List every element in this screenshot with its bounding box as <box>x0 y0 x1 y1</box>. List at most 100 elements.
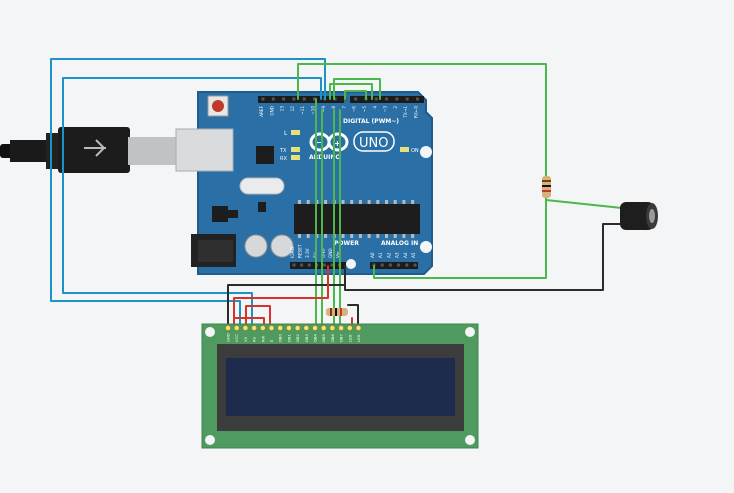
lcd-pin[interactable] <box>251 325 257 331</box>
lcd-pin-label: E <box>269 339 274 342</box>
lcd-pin[interactable] <box>242 325 249 331</box>
lcd-pin-label: DB7 <box>339 333 344 342</box>
analog-header <box>370 262 418 269</box>
pin-label: IOREF <box>290 245 295 258</box>
header-pin[interactable] <box>300 263 304 267</box>
header-pin[interactable] <box>307 263 311 267</box>
pin-label: 12 <box>290 106 295 112</box>
header-pin[interactable] <box>416 97 419 101</box>
analog-label: ANALOG IN <box>381 240 418 247</box>
lcd-pin-label: DB2 <box>295 333 300 342</box>
header-pin[interactable] <box>302 97 306 101</box>
brand-label: ARDUINO <box>309 154 340 161</box>
pin-label: Vin <box>336 251 341 258</box>
lcd-pin-label: DB6 <box>330 333 335 342</box>
lcd-pin[interactable] <box>329 325 336 331</box>
header-pin[interactable] <box>322 263 326 267</box>
led-tx <box>291 147 300 152</box>
header-pin[interactable] <box>405 97 409 101</box>
pin-label: TX→1 <box>403 106 408 119</box>
power-label: POWER <box>334 240 359 247</box>
lcd-pin[interactable] <box>285 325 292 331</box>
pin-label: ~3 <box>383 106 388 113</box>
header-pin[interactable] <box>395 97 399 101</box>
lcd-pin[interactable] <box>320 325 327 331</box>
microcontroller-chip <box>294 204 420 234</box>
header-pin[interactable] <box>405 263 409 267</box>
pin-label: ~5 <box>362 106 367 113</box>
lcd-pin[interactable] <box>338 325 344 331</box>
header-pin[interactable] <box>261 97 265 101</box>
pin-label: RX←0 <box>414 106 419 118</box>
header-pin[interactable] <box>374 97 378 101</box>
top-header-left <box>258 96 344 103</box>
lcd-pin-label: LED <box>356 334 361 342</box>
header-pin[interactable] <box>354 97 358 101</box>
led-rx <box>291 155 300 160</box>
wire-green <box>333 78 381 100</box>
crystal <box>239 177 285 195</box>
header-pin[interactable] <box>333 97 337 101</box>
lcd-pin-label: DB5 <box>321 333 326 342</box>
resistor-icon[interactable] <box>326 308 348 316</box>
pin-label: A4 <box>403 252 408 258</box>
pin-label: A1 <box>378 252 383 258</box>
header-pin[interactable] <box>388 263 392 267</box>
header-pin[interactable] <box>330 263 334 267</box>
arduino-board[interactable]: L TX RX ON − + ARDUINO UNO DIGITAL (PWM~… <box>175 91 433 275</box>
wire-red <box>233 265 329 327</box>
pin-label: A3 <box>395 252 400 258</box>
pin-label: A0 <box>370 252 375 258</box>
wire-red <box>245 305 271 327</box>
regulator <box>212 206 228 222</box>
lcd-screen <box>226 358 455 416</box>
led-l-label: L <box>284 130 288 137</box>
lcd-pin-label: LED <box>347 334 352 342</box>
lcd-pin[interactable] <box>268 325 275 331</box>
lcd-pin[interactable] <box>277 325 284 331</box>
wire-green <box>545 199 623 209</box>
lcd-pin-label: RS <box>252 336 257 342</box>
header-pin[interactable] <box>313 97 316 101</box>
wire-green <box>344 90 367 100</box>
pin-label: 3.3V <box>305 248 310 258</box>
led-rx-label: RX <box>280 156 287 162</box>
lcd-pin[interactable] <box>294 325 301 331</box>
pin-label: ~9 <box>321 106 326 113</box>
wire-green <box>297 63 547 279</box>
header-pin[interactable] <box>385 97 389 101</box>
wires <box>50 58 623 327</box>
lcd-pin-label: DB0 <box>278 333 283 342</box>
header-pin[interactable] <box>292 97 296 101</box>
capacitor <box>244 234 268 258</box>
lcd-pin[interactable] <box>346 325 353 331</box>
wire-red <box>233 317 265 327</box>
pin-label: GND <box>269 106 274 116</box>
resistor-icon[interactable] <box>542 176 551 198</box>
wire-green <box>329 83 373 100</box>
svg-text:−: − <box>316 138 323 147</box>
lcd-pin[interactable] <box>233 325 240 331</box>
pin-label: RESET <box>298 244 303 258</box>
reset-button[interactable] <box>207 95 229 117</box>
arduino-logo-icon: − + <box>309 132 349 152</box>
piezo-buzzer-icon[interactable] <box>620 202 658 230</box>
wire-black <box>347 304 359 327</box>
usb-port <box>175 128 234 172</box>
header-pin[interactable] <box>292 263 296 267</box>
lcd-pin[interactable] <box>312 325 318 331</box>
lcd-pin[interactable] <box>259 325 266 331</box>
header-pin[interactable] <box>397 263 401 267</box>
lcd-pin-label: V0 <box>243 336 248 342</box>
led-l <box>291 130 300 135</box>
header-pin[interactable] <box>282 97 286 101</box>
lcd-pin[interactable] <box>303 325 310 331</box>
header-pin[interactable] <box>380 263 384 267</box>
lcd-pin[interactable] <box>355 325 362 331</box>
header-pin[interactable] <box>413 263 417 267</box>
header-pin[interactable] <box>271 97 275 101</box>
lcd-pin[interactable] <box>225 325 231 331</box>
